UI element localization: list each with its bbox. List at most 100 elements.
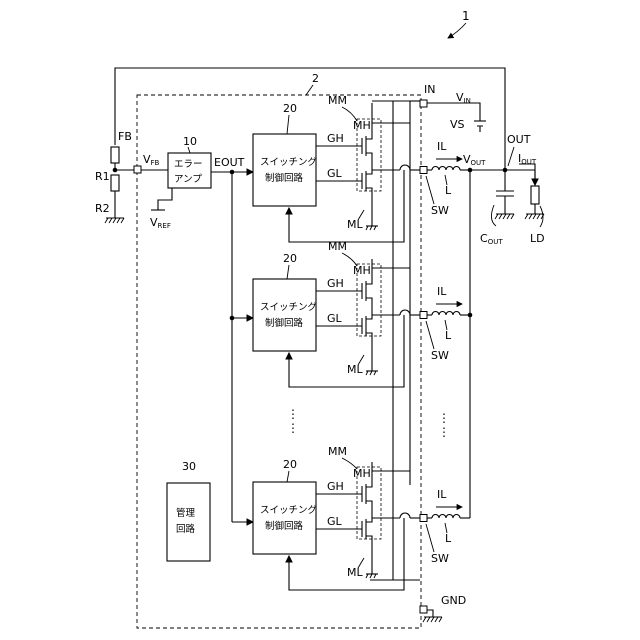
vout-label: VOUT: [463, 153, 486, 167]
mh-label-1: MH: [353, 119, 371, 132]
il-label-2: IL: [437, 285, 447, 298]
vfb-label: VFB: [143, 153, 160, 167]
management-box: [167, 483, 210, 561]
ml-drain-2: [366, 315, 372, 319]
gnd-label: GND: [441, 594, 466, 607]
omitted-phase-dots: ⋮: [438, 411, 450, 425]
ld-label: LD: [530, 232, 545, 245]
switching-control-ref-leader-3: [287, 471, 289, 482]
gl-label-3: GL: [327, 515, 343, 528]
sw-terminal-3: [420, 515, 427, 522]
ml-ground-hatch-1: [366, 226, 376, 230]
mh-source-1: [366, 153, 372, 170]
management-name-2: 回路: [176, 523, 196, 535]
management-name-1: 管理: [176, 507, 196, 519]
fb-terminal: [134, 166, 141, 173]
r1-label: R1: [95, 170, 110, 183]
switching-control-box-3: [253, 482, 316, 554]
module-label-1: MM: [328, 94, 347, 107]
r2-label: R2: [95, 202, 110, 215]
cout-ground-icon: [495, 214, 514, 219]
switching-control-ref-leader-2: [287, 265, 289, 279]
vs-plate-short: [477, 126, 483, 132]
figure-pointer: [448, 23, 466, 38]
error-amp-name-1: エラー: [174, 159, 203, 170]
switching-control-ref-3: 20: [283, 458, 297, 471]
out-label: OUT: [507, 133, 531, 146]
gnd-terminal: [420, 606, 427, 613]
switch-node-hop-1: [400, 165, 410, 170]
mh-source-2: [366, 298, 372, 315]
vs-label: VS: [450, 118, 465, 131]
load-resistor: [531, 186, 539, 204]
inductor-coil-3: [432, 515, 460, 519]
switching-control-ref-1: 20: [283, 102, 297, 115]
il-label-3: IL: [437, 488, 447, 501]
ml-label-2: ML: [347, 363, 363, 376]
switch-node-hop-3: [400, 513, 410, 518]
ml-source-2: [366, 333, 372, 371]
switch-node-hop-2: [400, 310, 410, 315]
sw-leader-3: [426, 524, 434, 552]
ic-label: 2: [312, 72, 319, 85]
gl-label-2: GL: [327, 312, 343, 325]
ml-source-1: [366, 188, 372, 226]
switching-control-name-1-2: スイッチング: [260, 301, 318, 313]
cout-plates: [496, 191, 514, 196]
omitted-phase-dots-2: ⋮: [438, 425, 450, 439]
mh-source-3: [366, 501, 372, 518]
switching-control-name-2-2: 制御回路: [265, 317, 304, 329]
inductor-label-1: L: [445, 184, 452, 197]
ic-label-leader: [306, 85, 313, 95]
omitted-ctrl-dots-2: ⋮: [287, 421, 299, 435]
switching-control-ref-2: 20: [283, 252, 297, 265]
in-terminal: [420, 100, 427, 107]
sw-terminal-2: [420, 312, 427, 319]
ml-drain-1: [366, 170, 372, 174]
out-leader: [508, 147, 514, 166]
ml-ground-hatch-3: [366, 574, 376, 578]
vref-wire: [158, 188, 172, 210]
module-label-3: MM: [328, 445, 347, 458]
switching-control-name-2-1: 制御回路: [265, 172, 304, 184]
sw-leader-2: [426, 321, 434, 349]
error-amp-name-2: アンプ: [174, 174, 202, 185]
resistor-r1: [111, 147, 119, 163]
switching-control-box-2: [253, 279, 316, 351]
figure-number: 1: [462, 9, 470, 23]
switching-control-name-1-3: スイッチング: [260, 504, 318, 516]
switching-control-ref-leader-1: [287, 115, 289, 134]
r2-ground-icon: [105, 218, 124, 223]
gnd-wire: [427, 610, 433, 617]
switching-control-box-1: [253, 134, 316, 206]
inductor-coil-1: [432, 167, 460, 171]
phases: スイッチング制御回路20MMGHGLMHMLSWLILスイッチング制御回路20M…: [253, 94, 470, 590]
mh-label-3: MH: [353, 467, 371, 480]
omitted-ctrl-dots: ⋮: [287, 407, 299, 421]
fb-label: FB: [118, 130, 132, 143]
sw-label-3: SW: [431, 552, 449, 565]
sw-label-2: SW: [431, 349, 449, 362]
in-label: IN: [424, 83, 435, 96]
ml-drain-3: [366, 518, 372, 522]
switching-control-name-2-3: 制御回路: [265, 520, 304, 532]
gh-label-1: GH: [327, 132, 344, 145]
ml-label-1: ML: [347, 218, 363, 231]
gh-label-2: GH: [327, 277, 344, 290]
cout-label: COUT: [480, 232, 503, 246]
mh-label-2: MH: [353, 264, 371, 277]
ld-leader: [540, 206, 543, 227]
switching-control-name-1-1: スイッチング: [260, 156, 318, 168]
sw-terminal-1: [420, 167, 427, 174]
ml-source-3: [366, 536, 372, 574]
iout-arrow: [519, 164, 535, 185]
inductor-coil-2: [432, 312, 460, 315]
error-amp-ref: 10: [183, 135, 197, 148]
module-label-2: MM: [328, 240, 347, 253]
cout-leader: [491, 205, 496, 226]
gnd-ground-icon: [423, 617, 442, 622]
il-label-1: IL: [437, 140, 447, 153]
gh-label-3: GH: [327, 480, 344, 493]
ml-ground-hatch-2: [366, 371, 376, 375]
